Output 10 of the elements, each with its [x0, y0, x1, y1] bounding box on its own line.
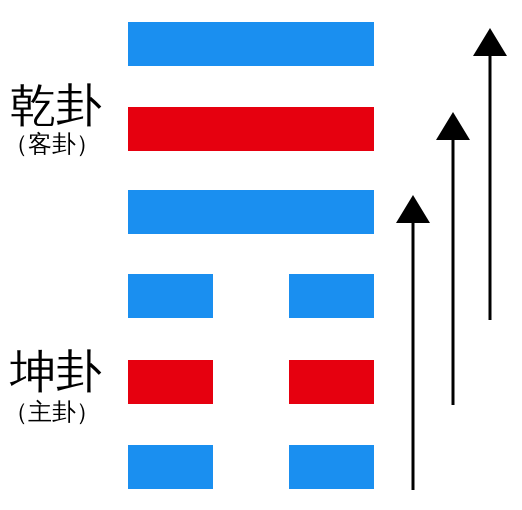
trigram-name: 坤卦 [10, 348, 102, 394]
solid-line-bar [128, 107, 374, 151]
trigram-role: （客卦） [4, 132, 100, 156]
solid-line-bar [128, 22, 374, 66]
broken-line-bar [128, 445, 374, 489]
trigram-name: 乾卦 [10, 82, 102, 128]
trigram-role: （主卦） [4, 400, 100, 424]
solid-line-bar [128, 190, 374, 234]
broken-line-bar [128, 360, 374, 404]
broken-line-bar [128, 274, 374, 318]
